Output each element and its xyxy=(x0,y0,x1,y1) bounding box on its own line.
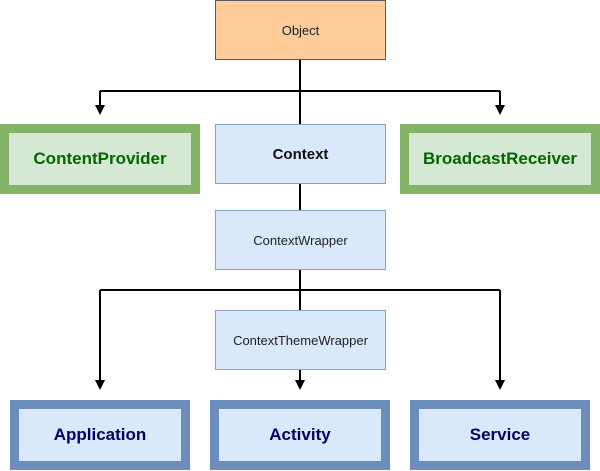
node-contextwrapper: ContextWrapper xyxy=(215,210,386,270)
node-service: Service xyxy=(410,400,590,470)
node-broadcastreceiver: BroadcastReceiver xyxy=(400,124,600,194)
node-object: Object xyxy=(215,0,386,60)
node-contentprovider: ContentProvider xyxy=(0,124,200,194)
node-activity: Activity xyxy=(210,400,390,470)
node-context: Context xyxy=(215,124,386,184)
node-application: Application xyxy=(10,400,190,470)
node-contextthemewrapper: ContextThemeWrapper xyxy=(215,310,386,370)
